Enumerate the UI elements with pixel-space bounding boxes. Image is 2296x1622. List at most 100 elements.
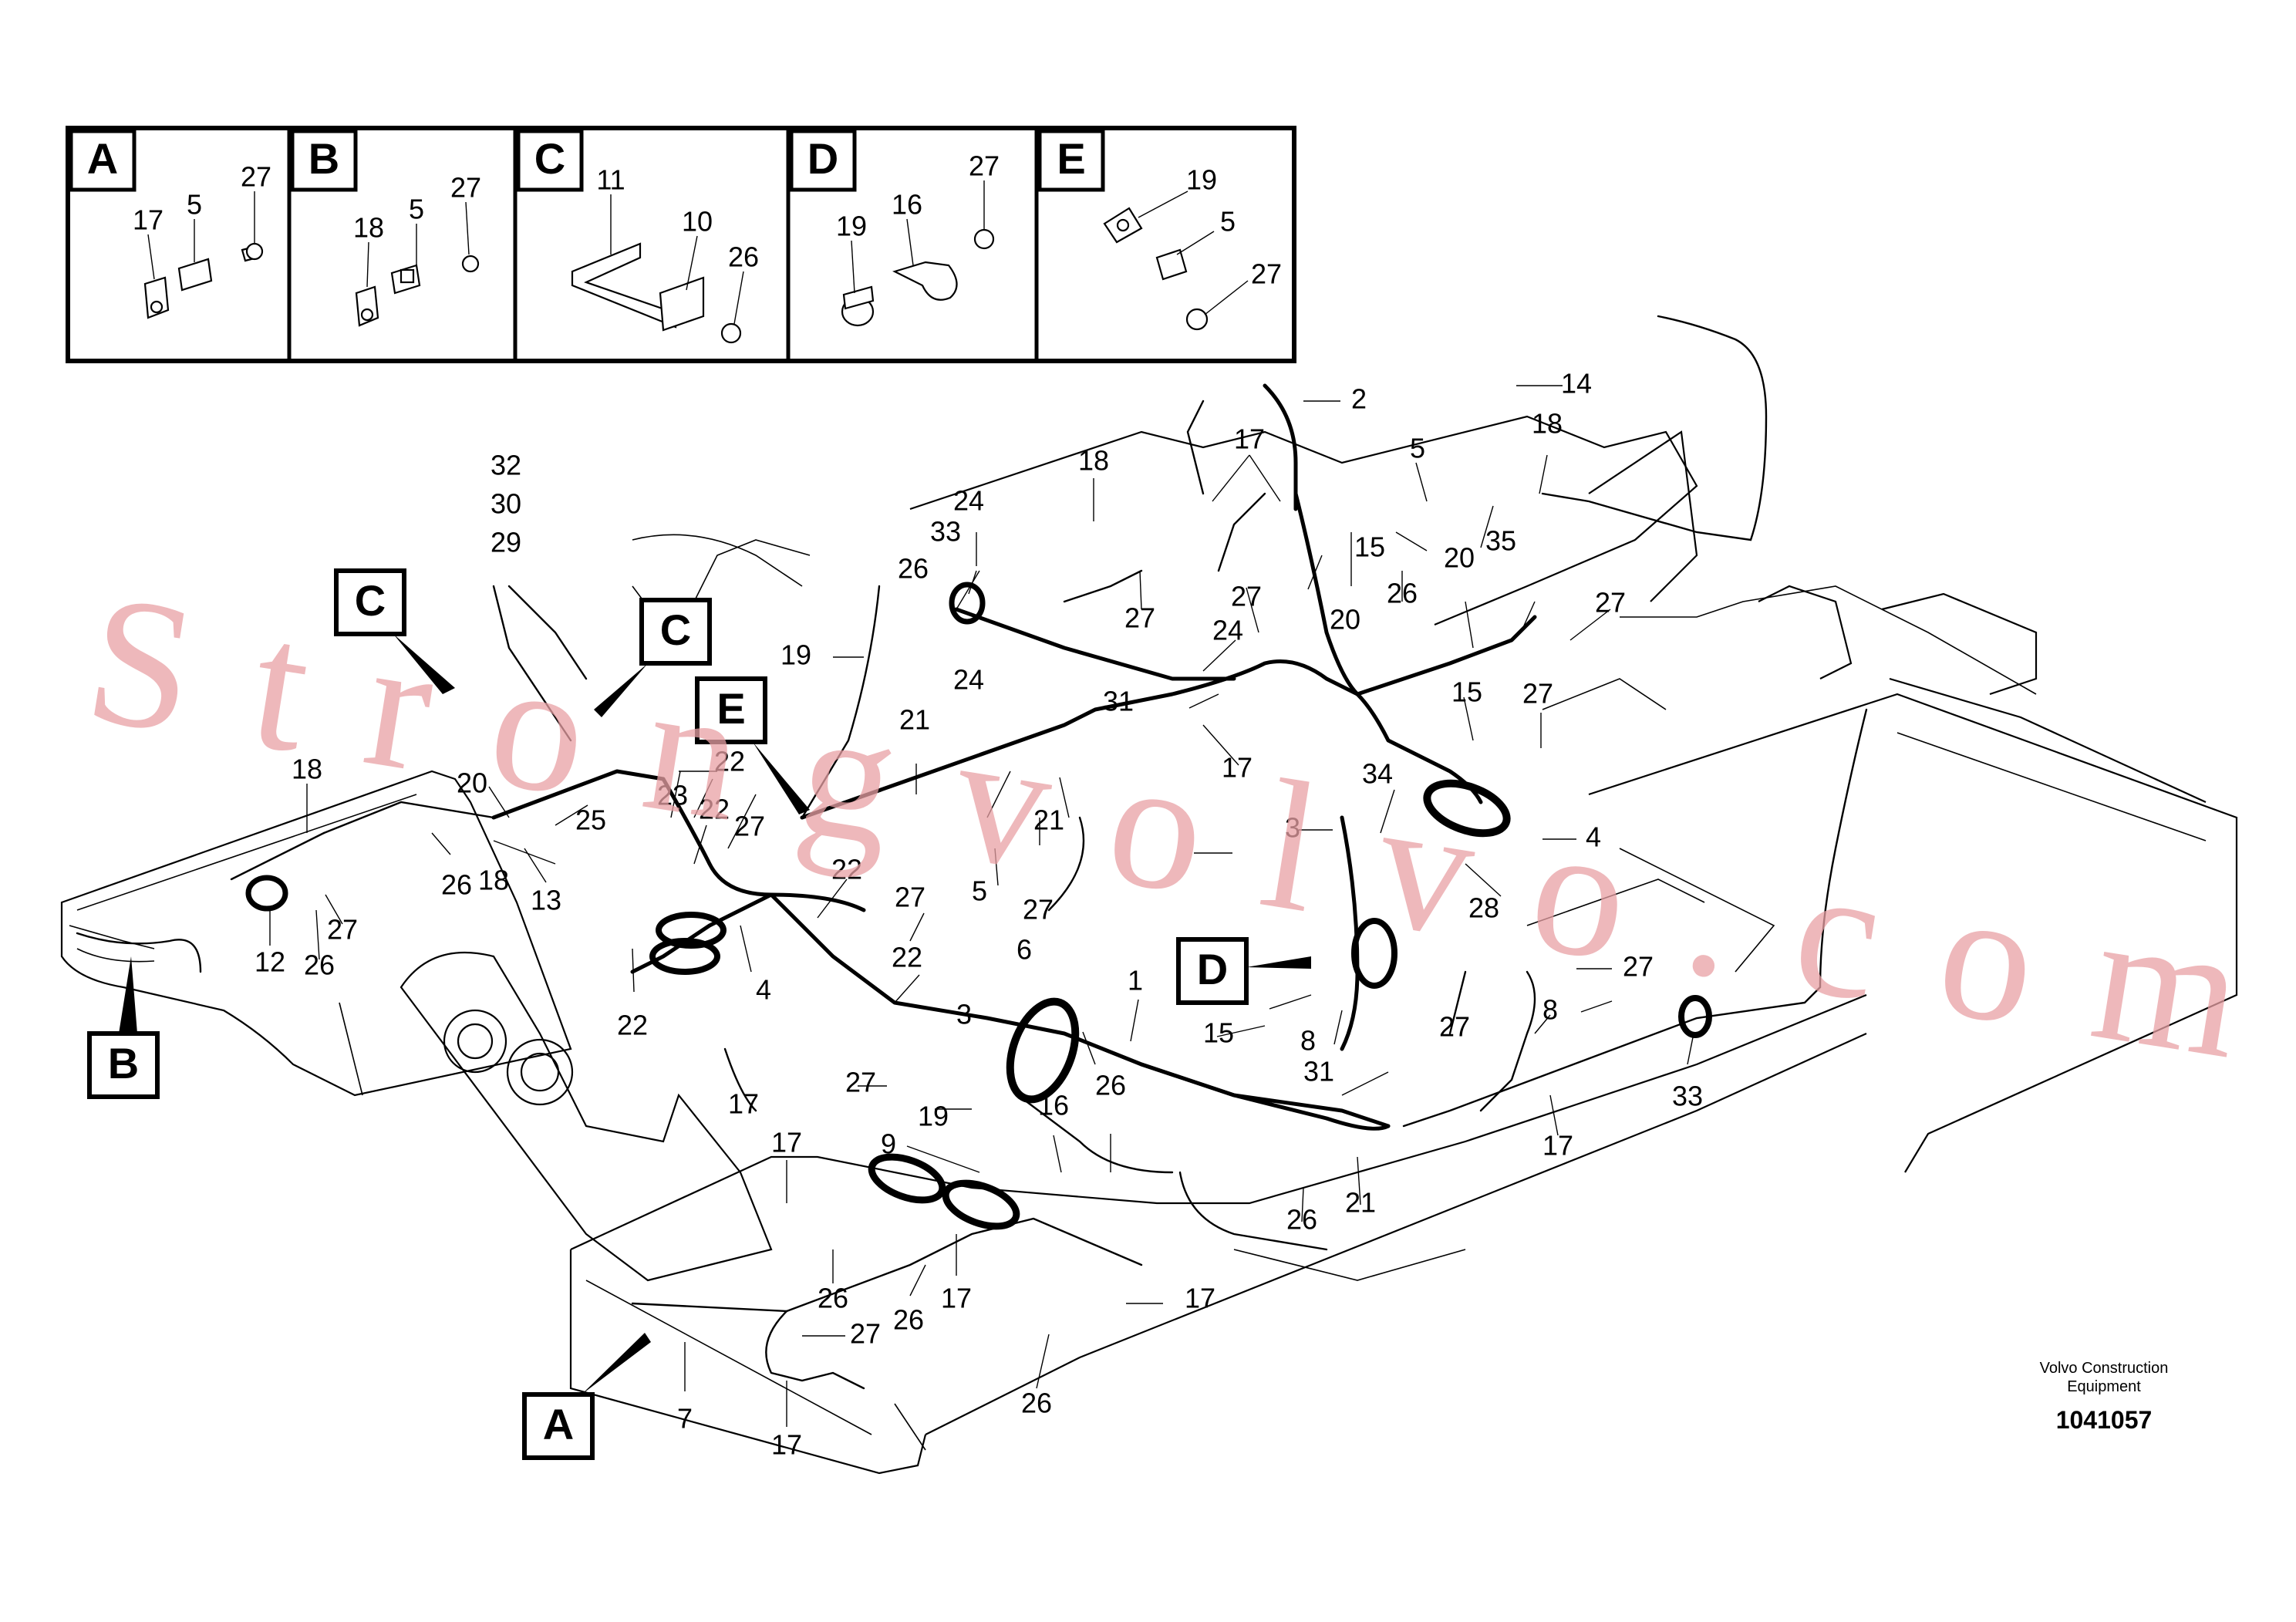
detail-panel-a: A 17 5 27 — [69, 129, 271, 319]
document-number: 1041057 — [2056, 1406, 2153, 1434]
part-number: 30 — [491, 488, 521, 520]
part-number: 27 — [845, 1067, 876, 1098]
part-labels: 2 14 17 18 5 18 24 33 15 26 26 27 27 20 … — [255, 368, 1703, 1461]
part-number: 18 — [292, 754, 322, 785]
part-number: 26 — [1387, 578, 1418, 609]
panel-letter: B — [308, 134, 339, 183]
bracket-part-icon — [571, 194, 744, 344]
detail-panel-e: E 19 5 27 — [1037, 129, 1282, 331]
part-number: 22 — [617, 1010, 648, 1041]
part-number: 4 — [1586, 821, 1601, 853]
part-number: 26 — [728, 241, 759, 273]
part-number: 33 — [1672, 1081, 1703, 1112]
callout-letter: C — [660, 605, 691, 654]
part-number: 26 — [818, 1283, 848, 1314]
maker-line-2: Equipment — [2067, 1378, 2141, 1395]
part-number: 21 — [1345, 1187, 1376, 1219]
part-number: 27 — [1231, 581, 1262, 612]
clip-part-icon — [355, 201, 480, 327]
part-number: 1 — [1128, 965, 1143, 996]
part-number: 19 — [836, 211, 867, 242]
part-number: 19 — [918, 1101, 949, 1132]
part-number: 5 — [1220, 206, 1236, 238]
part-number: 27 — [969, 150, 1000, 182]
part-number: 26 — [1021, 1388, 1052, 1419]
part-number: 19 — [781, 639, 811, 671]
part-number: 29 — [491, 527, 521, 558]
part-number: 10 — [682, 206, 713, 238]
part-number: 31 — [1103, 686, 1134, 717]
part-number: 35 — [1485, 525, 1516, 557]
detail-panel-c: C 11 10 26 — [516, 129, 759, 344]
part-number: 5 — [1410, 433, 1425, 464]
part-number: 17 — [1542, 1130, 1573, 1162]
clamp-part-icon — [841, 180, 995, 327]
part-number: 5 — [409, 194, 424, 225]
part-number: 27 — [241, 161, 271, 193]
part-number: 15 — [1451, 676, 1482, 708]
part-number: 17 — [771, 1127, 802, 1158]
part-number: 5 — [972, 875, 987, 907]
part-number: 18 — [478, 865, 509, 896]
part-number: 18 — [1532, 408, 1563, 440]
callout-c-left: C — [334, 568, 455, 694]
part-number: 3 — [956, 999, 972, 1030]
detail-panel-b: B 18 5 27 — [290, 129, 481, 327]
part-number: 9 — [881, 1128, 896, 1160]
part-number: 27 — [327, 914, 358, 946]
detail-panel-d: D 19 16 27 — [789, 129, 1000, 327]
watermark-text: Strongvolvo.com — [75, 555, 2255, 1098]
part-number: 21 — [899, 704, 930, 736]
callout-d: D — [1176, 937, 1311, 1005]
callout-boxes: C C E D B A — [87, 568, 1311, 1460]
part-number: 12 — [255, 946, 285, 978]
part-number: 34 — [1362, 758, 1393, 790]
part-number: 27 — [895, 882, 925, 913]
chassis-frame — [60, 415, 2238, 1475]
part-number: 19 — [1186, 164, 1217, 196]
part-number: 23 — [657, 780, 688, 811]
part-number: 18 — [353, 212, 384, 244]
part-number: 26 — [304, 949, 335, 981]
panel-letter: C — [534, 134, 565, 183]
part-number: 15 — [1354, 531, 1385, 563]
part-number: 25 — [575, 804, 606, 836]
part-number: 17 — [133, 204, 164, 236]
part-number: 24 — [953, 664, 984, 696]
part-number: 33 — [930, 516, 961, 548]
clip-part-icon — [143, 191, 264, 319]
part-number: 17 — [1234, 423, 1265, 455]
part-number: 26 — [893, 1304, 924, 1336]
part-number: 13 — [531, 885, 561, 916]
callout-e: E — [695, 676, 810, 814]
part-number: 24 — [953, 485, 984, 517]
part-number: 14 — [1561, 368, 1592, 400]
part-number: 32 — [491, 450, 521, 481]
panel-letter: E — [1057, 134, 1085, 183]
part-number: 18 — [1078, 445, 1109, 477]
part-number: 17 — [941, 1283, 972, 1314]
detail-panels: A 17 5 27 B 18 5 27 — [66, 126, 1296, 363]
part-number: 7 — [677, 1403, 693, 1435]
part-number: 27 — [1595, 587, 1626, 619]
part-number: 21 — [1033, 804, 1064, 836]
panel-letter: D — [807, 134, 838, 183]
callout-b: B — [87, 956, 160, 1099]
part-number: 2 — [1351, 383, 1367, 415]
part-leaders — [269, 385, 1694, 1427]
part-number: 8 — [1542, 994, 1558, 1026]
callout-letter: B — [108, 1039, 139, 1088]
part-number: 27 — [1522, 678, 1553, 710]
part-number: 22 — [831, 854, 862, 885]
part-number: 26 — [441, 869, 472, 901]
part-number: 28 — [1468, 892, 1499, 924]
title-block: Volvo Construction Equipment 1041057 — [2040, 1360, 2169, 1434]
callout-a: A — [522, 1333, 651, 1460]
part-number: 16 — [892, 189, 922, 221]
harness-cables — [76, 315, 1868, 1390]
part-number: 4 — [756, 974, 771, 1006]
part-number: 20 — [1444, 542, 1475, 574]
part-number: 27 — [850, 1318, 881, 1350]
part-number: 6 — [1017, 934, 1032, 966]
